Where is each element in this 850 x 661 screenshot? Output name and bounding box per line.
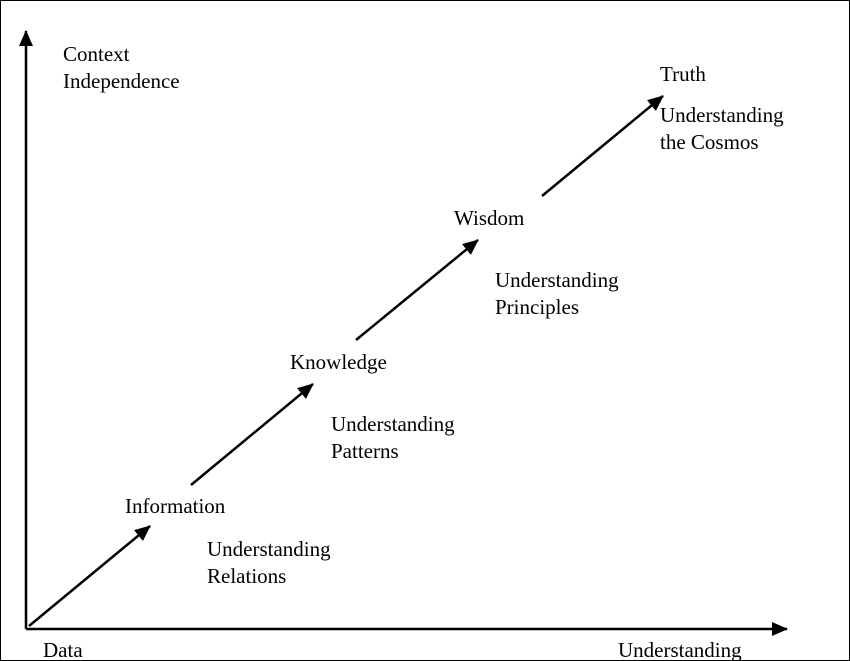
x-axis-label: Understanding: [618, 638, 742, 661]
stage-knowledge-name: Knowledge: [290, 350, 387, 374]
stage-wisdom-description-line-2: Principles: [495, 295, 579, 319]
stage-truth-description-line-2: the Cosmos: [660, 130, 759, 154]
arrow-information-to-knowledge: [190, 383, 314, 486]
stage-information-description-line-2: Relations: [207, 564, 287, 588]
stage-wisdom-name: Wisdom: [454, 206, 525, 230]
y-axis-label-line-2: Independence: [63, 69, 180, 93]
y-axis-label-line-1: Context: [63, 42, 130, 66]
arrow-data-to-information: [28, 525, 151, 627]
stage-knowledge-description-line-2: Patterns: [331, 439, 399, 463]
origin-label: Data: [43, 638, 83, 661]
stage-wisdom-description-line-1: Understanding: [495, 268, 619, 292]
stage-truth-description-line-1: Understanding: [660, 103, 784, 127]
y-axis-label: Context Independence: [63, 41, 180, 95]
stage-knowledge-description: Understanding Patterns: [331, 411, 455, 465]
stage-information-description: Understanding Relations: [207, 536, 331, 590]
stage-information-description-line-1: Understanding: [207, 537, 331, 561]
stage-truth-name: Truth: [660, 62, 706, 86]
stage-knowledge-description-line-1: Understanding: [331, 412, 455, 436]
stage-information-name: Information: [125, 494, 226, 518]
stage-wisdom-description: Understanding Principles: [495, 267, 619, 321]
stage-truth-description: Understanding the Cosmos: [660, 102, 784, 156]
arrow-knowledge-to-wisdom: [355, 239, 479, 341]
arrow-wisdom-to-truth: [541, 95, 664, 197]
